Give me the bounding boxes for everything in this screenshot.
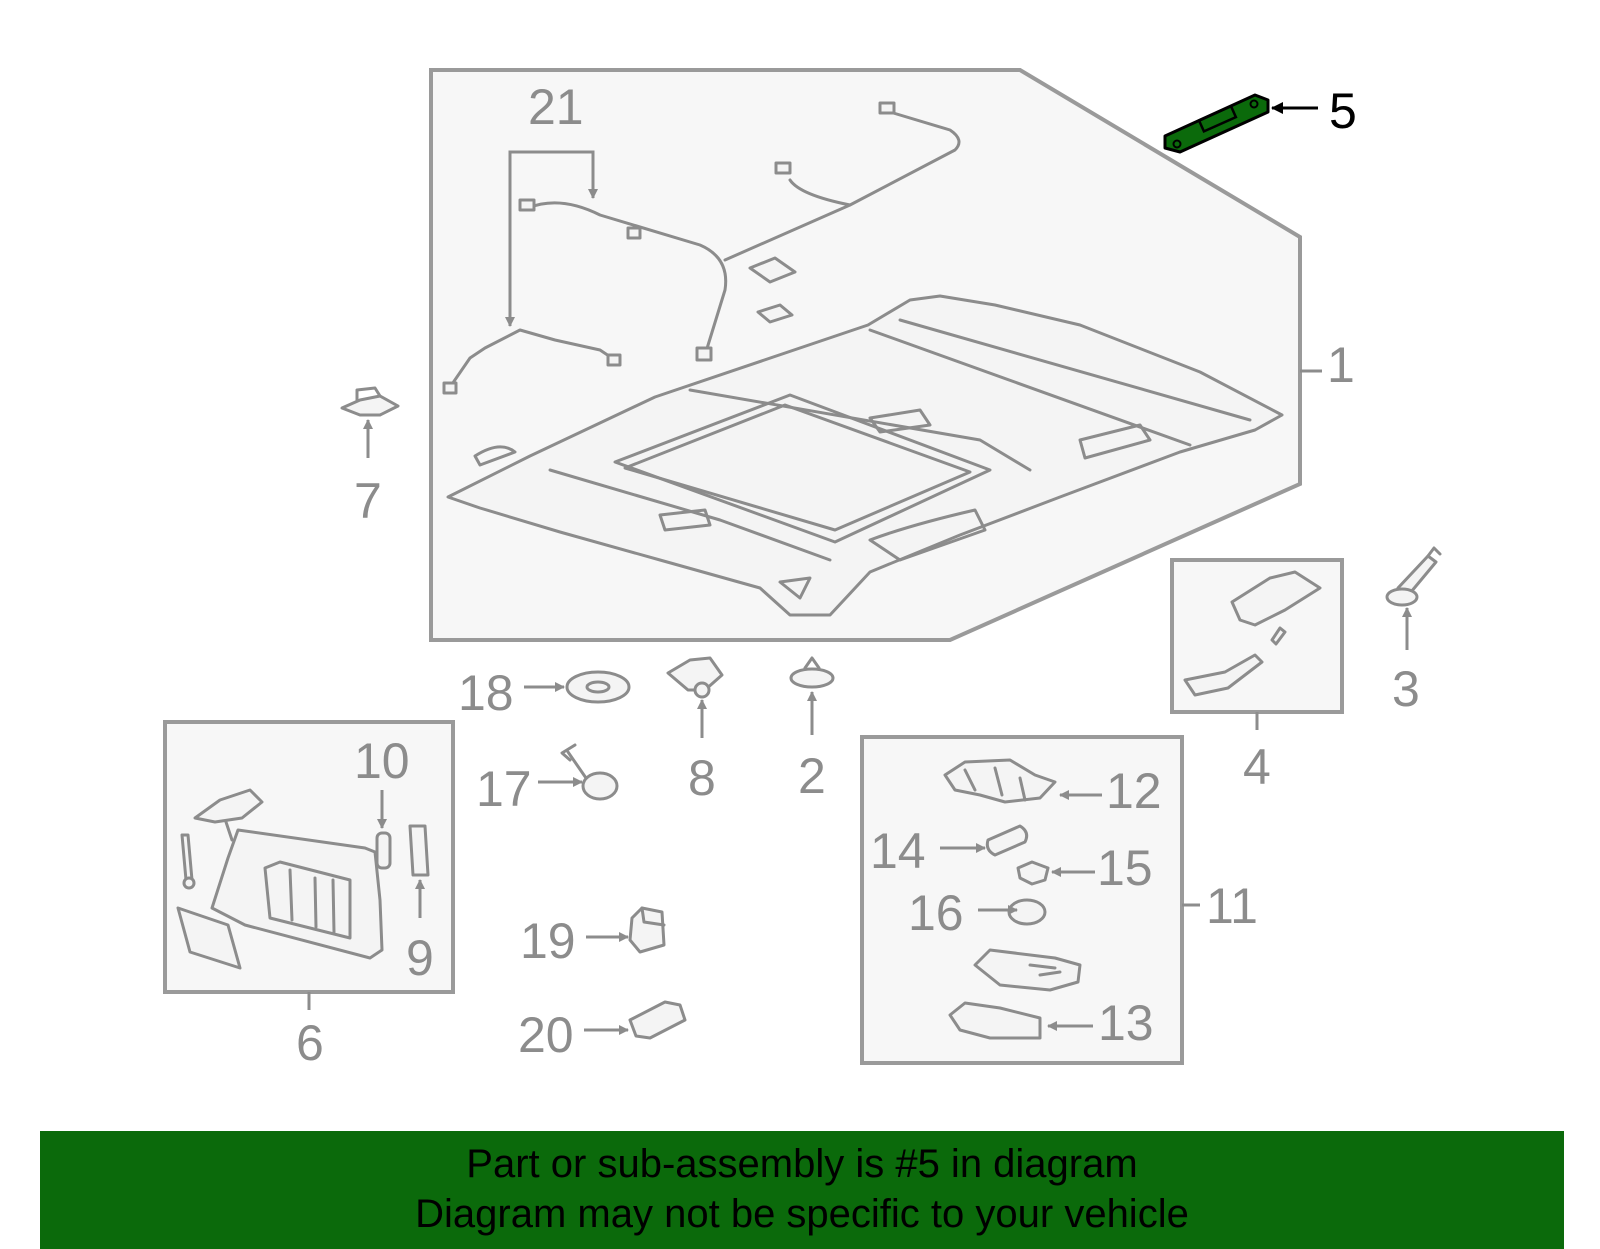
part-8-bracket (666, 656, 724, 699)
callout-18: 18 (458, 665, 514, 721)
callout-13: 13 (1098, 995, 1154, 1051)
callout-4: 4 (1243, 739, 1271, 795)
part-20-bracket (628, 1000, 687, 1040)
part-3-fastener (1385, 546, 1442, 607)
part-2-clip (789, 656, 835, 689)
callout-1: 1 (1327, 337, 1355, 393)
callout-14: 14 (870, 823, 926, 879)
part-7-clip (340, 386, 400, 417)
banner-line-disclaimer: Diagram may not be specific to your vehi… (415, 1192, 1189, 1236)
callout-11: 11 (1206, 878, 1258, 934)
callout-12: 12 (1106, 763, 1162, 819)
part-4-grab-handle (1183, 570, 1322, 697)
callout-21: 21 (528, 79, 584, 135)
callout-5: 5 (1329, 83, 1357, 139)
callout-17: 17 (476, 761, 532, 817)
callout-7: 7 (354, 473, 382, 529)
selected-part-banner: Part or sub-assembly is #5 in diagram Di… (40, 1131, 1564, 1249)
callout-10: 10 (354, 733, 410, 789)
callout-19: 19 (520, 913, 576, 969)
callout-9: 9 (406, 930, 434, 986)
wiring-harness (442, 101, 961, 395)
callout-15: 15 (1097, 840, 1153, 896)
part-6-sun-visor (176, 788, 430, 970)
callout-3: 3 (1392, 661, 1420, 717)
headliner-parts-diagram: 21 5 1 7 3 4 18 8 2 17 10 9 6 19 20 12 1… (163, 68, 1442, 1071)
part-19-connector (628, 906, 666, 954)
callout-16: 16 (908, 885, 964, 941)
part-17-plug (560, 743, 619, 801)
part-18-grommet (565, 670, 631, 704)
part-11-console-assembly (943, 758, 1082, 1040)
callout-8: 8 (688, 750, 716, 806)
part-5-selected (1163, 93, 1270, 154)
callout-2: 2 (798, 748, 826, 804)
callout-20: 20 (518, 1007, 574, 1063)
headliner-panel (446, 294, 1284, 617)
banner-line-part-info: Part or sub-assembly is #5 in diagram (466, 1142, 1138, 1186)
callout-21-leader (508, 150, 598, 323)
callout-6: 6 (296, 1015, 324, 1071)
